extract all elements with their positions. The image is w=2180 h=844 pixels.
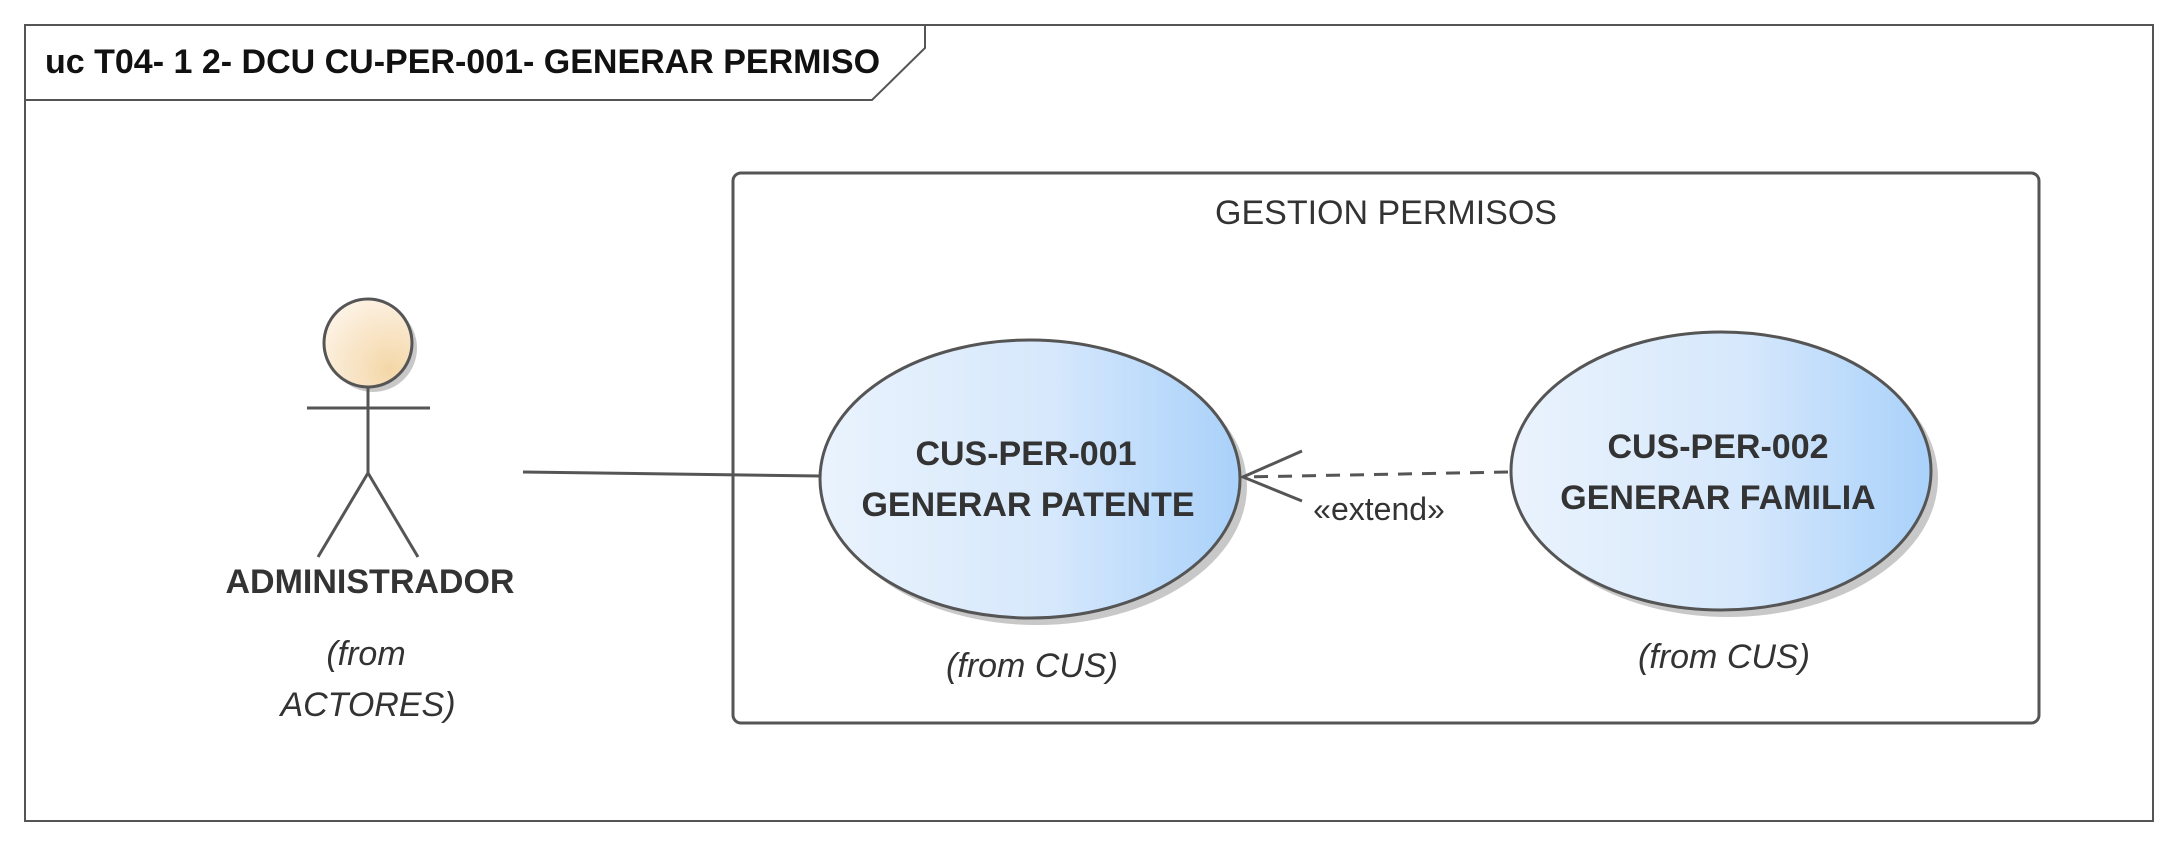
association-line: [522, 470, 821, 478]
extend-label: «extend»: [1313, 491, 1445, 527]
actor-left-leg: [316, 472, 370, 558]
use-case-2-name: GENERAR FAMILIA: [1560, 479, 1875, 517]
use-case-1-from: (from CUS): [946, 647, 1118, 685]
use-case-2-id: CUS-PER-002: [1607, 428, 1828, 466]
use-case-cus-per-001[interactable]: CUS-PER-001 GENERAR PATENTE: [818, 338, 1247, 625]
actor-from-line2: ACTORES): [278, 686, 455, 724]
actor-right-leg: [366, 472, 420, 558]
boundary-label: GESTION PERMISOS: [1215, 194, 1557, 232]
use-case-1-id: CUS-PER-001: [915, 435, 1136, 473]
actor-head: [322, 297, 414, 389]
actor-name: ADMINISTRADOR: [226, 563, 515, 601]
use-case-1-ellipse: [818, 338, 1242, 620]
use-case-1-name: GENERAR PATENTE: [861, 486, 1194, 524]
frame-title-tab: [25, 24, 926, 101]
frame-title: uc T04- 1 2- DCU CU-PER-001- GENERAR PER…: [45, 43, 880, 81]
use-case-2-from: (from CUS): [1638, 638, 1810, 676]
diagram-frame: [24, 24, 2154, 822]
extend-arrowhead: [1239, 449, 1303, 503]
use-case-2-ellipse: [1509, 330, 1933, 612]
use-case-cus-per-002[interactable]: CUS-PER-002 GENERAR FAMILIA: [1509, 330, 1938, 617]
extend-dependency-line: [1242, 470, 1509, 479]
actor-administrador[interactable]: [307, 297, 430, 558]
actor-from-line1: (from: [326, 635, 405, 673]
